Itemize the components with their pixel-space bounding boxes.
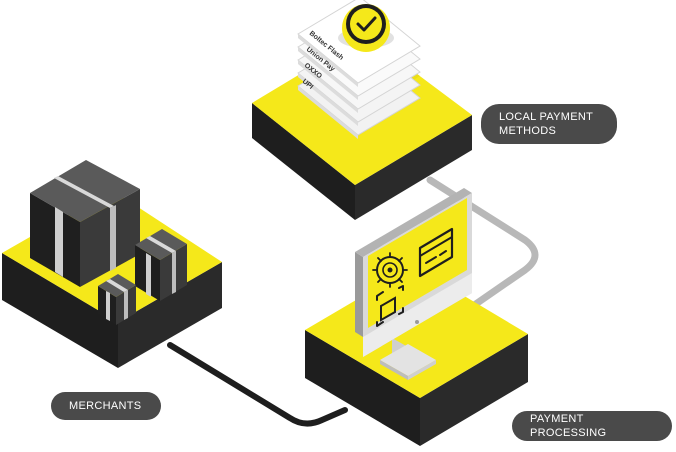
platform-left-side <box>252 103 355 220</box>
medium-package-icon <box>135 229 187 301</box>
connector-merchants-to-processing <box>167 342 348 427</box>
monitor-screen <box>368 198 467 328</box>
local-payment-methods-label: LOCAL PAYMENT METHODS <box>481 104 617 144</box>
platform-right-side <box>118 262 222 368</box>
label-text: PAYMENT PROCESSING <box>530 413 607 439</box>
platform-right-side <box>355 115 472 220</box>
label-line: LOCAL PAYMENT <box>499 111 594 123</box>
payment-processing-label: PAYMENT PROCESSING <box>512 411 672 441</box>
label-text: MERCHANTS <box>69 400 142 412</box>
wallet-icon <box>418 227 454 278</box>
monitor-icon <box>355 188 472 380</box>
label-line: METHODS <box>499 125 557 137</box>
connector-lpm-to-processing <box>426 176 539 312</box>
platform-left-side <box>305 330 420 446</box>
chip-icon <box>372 252 408 288</box>
large-package-icon <box>30 160 140 287</box>
small-package-icon <box>98 274 136 325</box>
check-icon <box>338 4 394 52</box>
platform-left-side <box>2 253 118 368</box>
scan-icon <box>376 285 404 327</box>
merchants-label: MERCHANTS <box>51 392 161 420</box>
platform-right-side <box>420 334 528 446</box>
